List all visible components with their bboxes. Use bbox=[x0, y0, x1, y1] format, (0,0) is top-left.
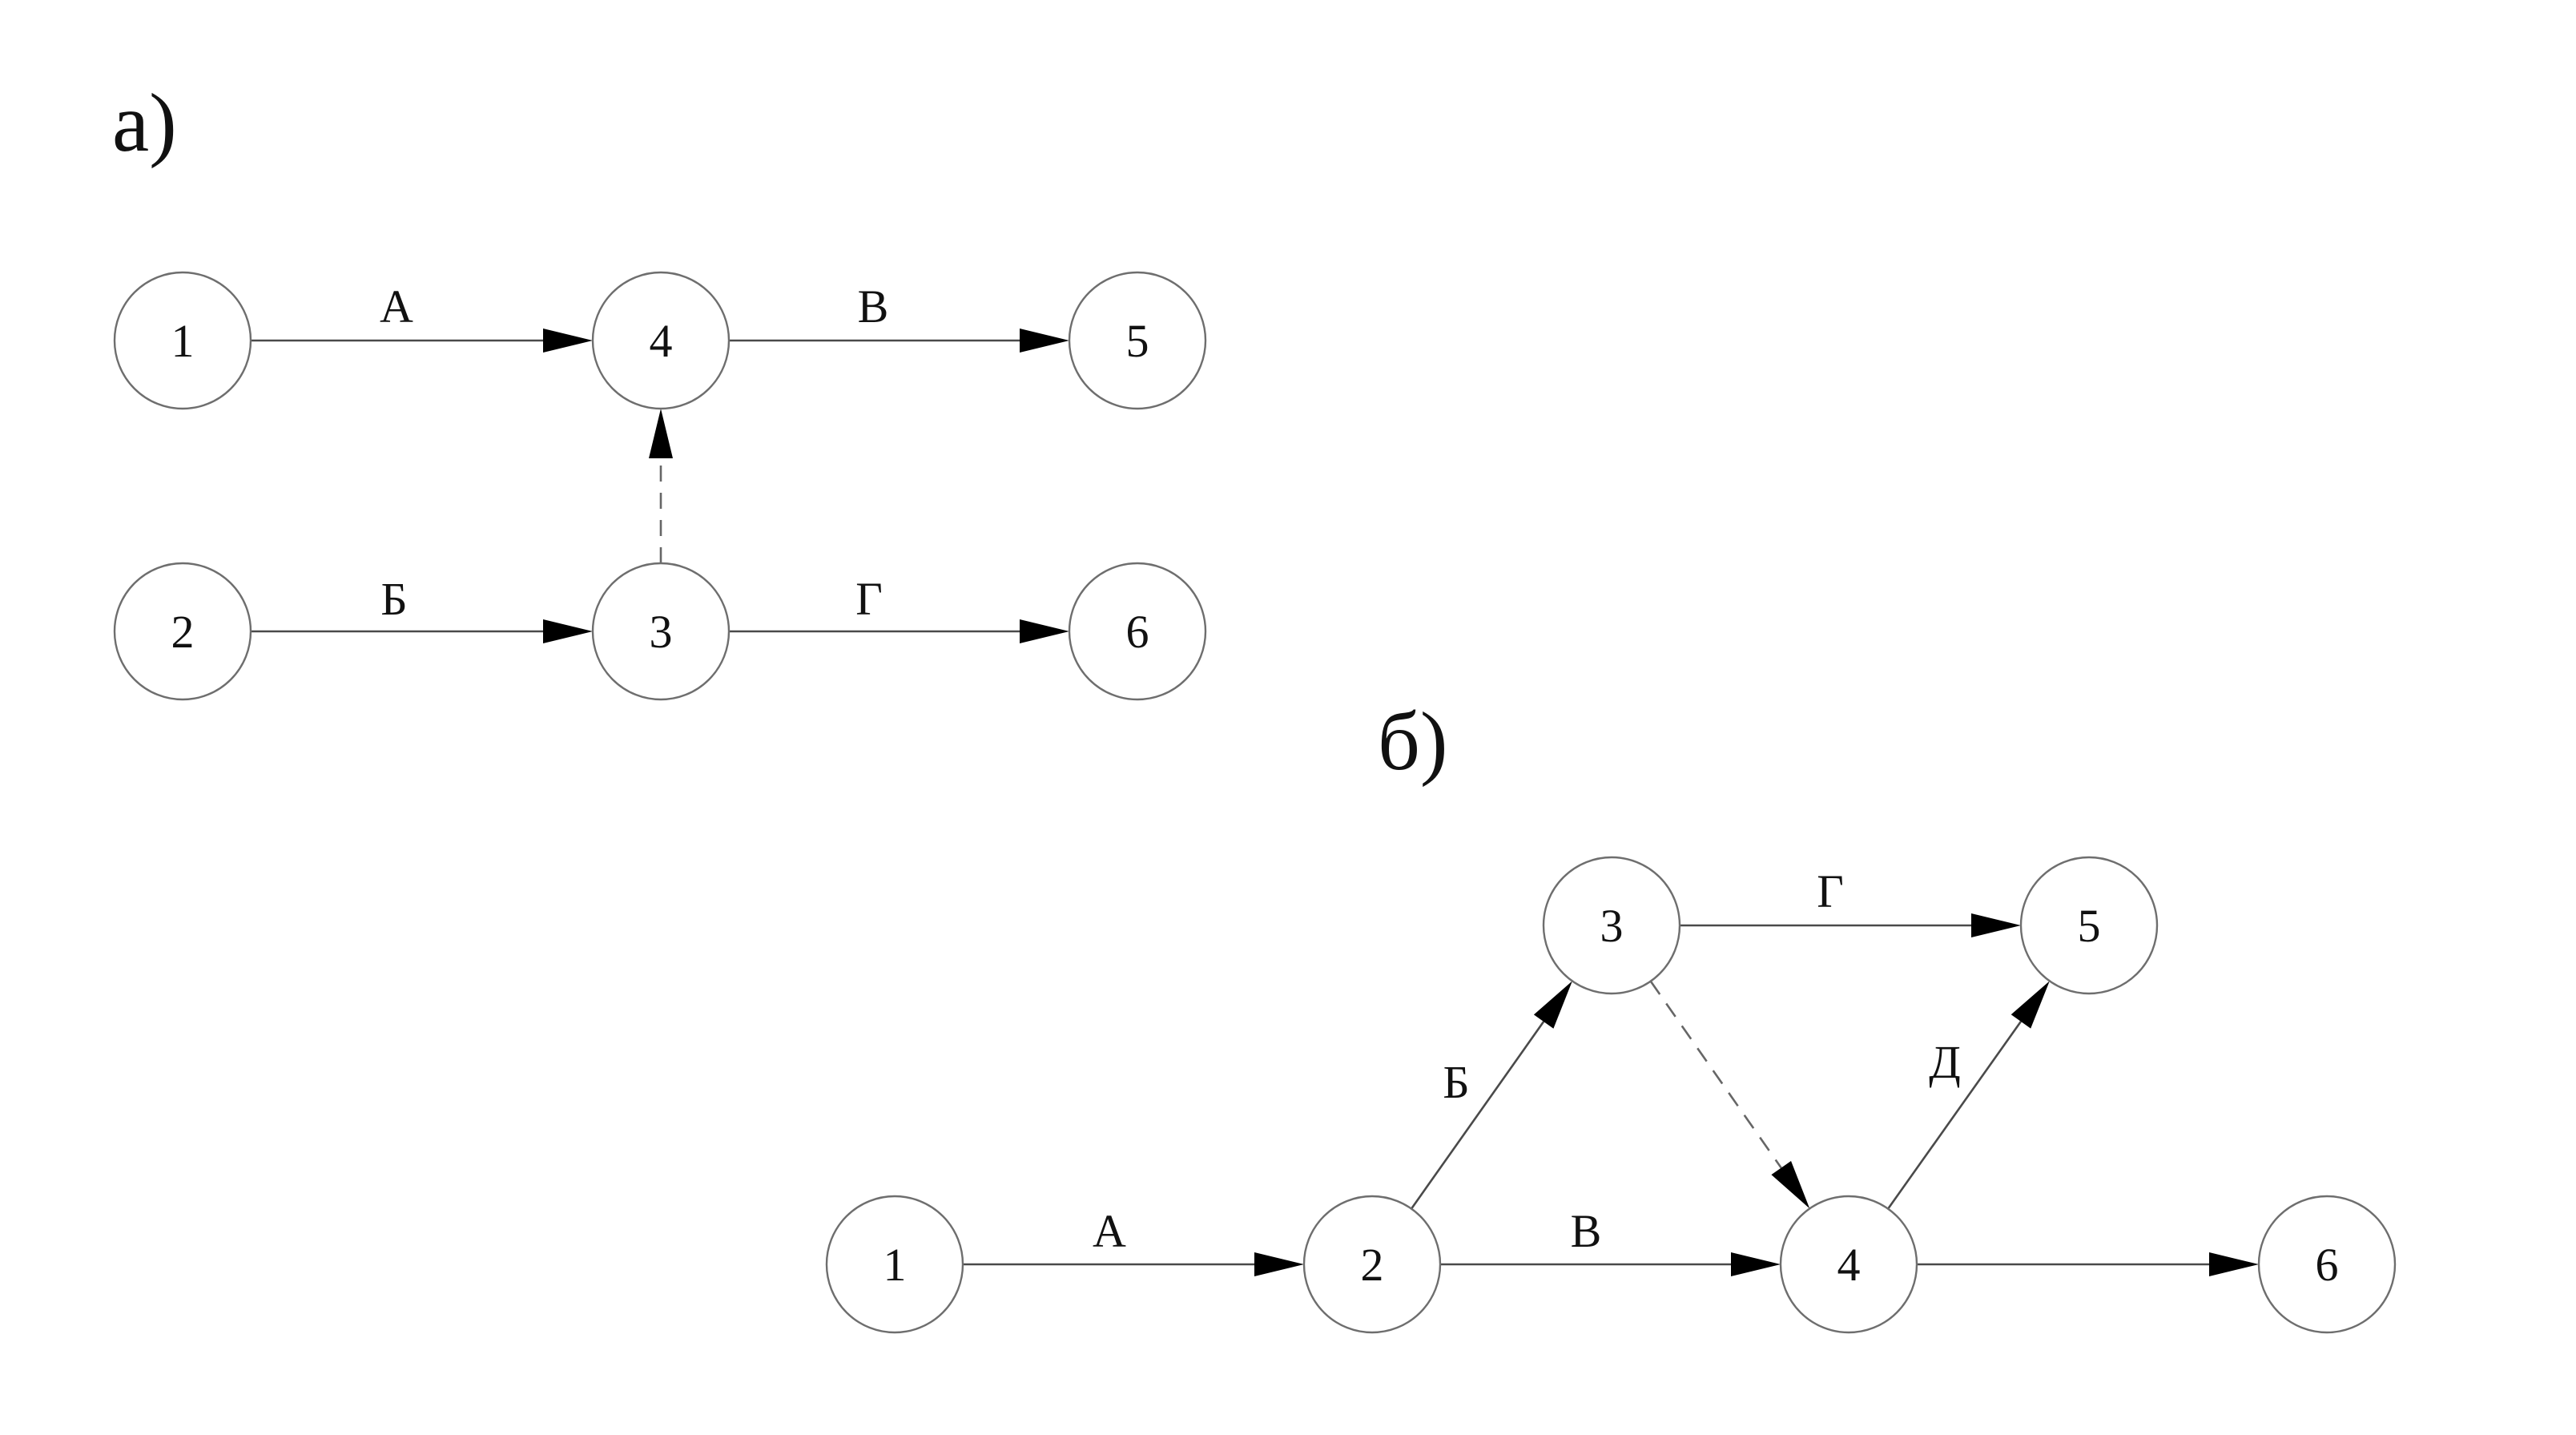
edge-2-3 bbox=[1411, 1021, 1545, 1210]
arrowhead-2-3 bbox=[1533, 981, 1572, 1029]
node-label: 4 bbox=[650, 315, 673, 367]
edge-label-4-5: Д bbox=[1929, 1036, 1961, 1088]
arrowhead-2-4 bbox=[1731, 1252, 1781, 1276]
edge-4-5 bbox=[1887, 1021, 2023, 1210]
node-circle bbox=[591, 562, 731, 701]
node-circle bbox=[825, 1195, 964, 1334]
node-2: 2 bbox=[1302, 1195, 1442, 1334]
arrowhead-3-6 bbox=[1020, 619, 1069, 643]
diagram-b: б) А Б В Г Д 1 2 3 4 5 6 bbox=[825, 695, 2397, 1334]
diagram-a-label: а) bbox=[112, 77, 177, 169]
node-label: 5 bbox=[1126, 315, 1149, 367]
node-circle bbox=[1302, 1195, 1442, 1334]
node-3: 3 bbox=[1542, 856, 1681, 995]
arrowhead-1-4 bbox=[543, 329, 593, 353]
edge-3-4-dummy bbox=[1649, 980, 1782, 1169]
node-circle bbox=[1068, 562, 1207, 701]
edge-label-1-2: А bbox=[1093, 1205, 1126, 1257]
arrowhead-3-5 bbox=[1971, 913, 2021, 937]
diagram-a-edges: А В Б Г bbox=[251, 280, 1069, 643]
arrowhead-3-4 bbox=[649, 409, 673, 458]
node-1: 1 bbox=[113, 271, 252, 410]
node-label: 6 bbox=[2316, 1239, 2339, 1291]
node-label: 5 bbox=[2078, 900, 2101, 952]
node-6: 6 bbox=[2257, 1195, 2397, 1334]
node-label: 6 bbox=[1126, 606, 1149, 658]
node-label: 2 bbox=[1361, 1239, 1384, 1291]
diagram-b-label: б) bbox=[1378, 695, 1448, 788]
arrowhead-4-5 bbox=[2010, 981, 2050, 1029]
node-label: 3 bbox=[650, 606, 673, 658]
node-3: 3 bbox=[591, 562, 731, 701]
diagram-a: а) А В Б Г 1 4 5 2 3 6 bbox=[112, 77, 1207, 701]
arrowhead-4-5 bbox=[1020, 329, 1069, 353]
edge-label-2-3: Б bbox=[1443, 1056, 1469, 1108]
node-5: 5 bbox=[2019, 856, 2159, 995]
node-6: 6 bbox=[1068, 562, 1207, 701]
node-label: 1 bbox=[883, 1239, 907, 1291]
node-4: 4 bbox=[1779, 1195, 1918, 1334]
node-circle bbox=[1542, 856, 1681, 995]
node-label: 3 bbox=[1600, 900, 1624, 952]
node-label: 1 bbox=[171, 315, 195, 367]
arrowhead-1-2 bbox=[1254, 1252, 1304, 1276]
node-circle bbox=[2019, 856, 2159, 995]
node-5: 5 bbox=[1068, 271, 1207, 410]
node-label: 2 bbox=[171, 606, 195, 658]
node-4: 4 bbox=[591, 271, 731, 410]
diagram-b-nodes: 1 2 3 4 5 6 bbox=[825, 856, 2397, 1334]
node-circle bbox=[1068, 271, 1207, 410]
edge-label-3-5: Г bbox=[1817, 865, 1844, 917]
node-label: 4 bbox=[1837, 1239, 1861, 1291]
node-circle bbox=[591, 271, 731, 410]
edge-label-1-4: А bbox=[380, 280, 413, 333]
node-circle bbox=[113, 271, 252, 410]
node-circle bbox=[113, 562, 252, 701]
node-circle bbox=[1779, 1195, 1918, 1334]
edge-label-2-3: Б bbox=[380, 573, 407, 625]
node-circle bbox=[2257, 1195, 2397, 1334]
node-1: 1 bbox=[825, 1195, 964, 1334]
edge-label-4-5: В bbox=[858, 280, 889, 333]
node-2: 2 bbox=[113, 562, 252, 701]
arrowhead-4-6 bbox=[2209, 1252, 2259, 1276]
diagram-a-nodes: 1 4 5 2 3 6 bbox=[113, 271, 1207, 701]
diagram-b-edges: А Б В Г Д bbox=[963, 865, 2259, 1276]
arrowhead-2-3 bbox=[543, 619, 593, 643]
arrowhead-3-4 bbox=[1771, 1160, 1810, 1209]
edge-label-3-6: Г bbox=[855, 573, 883, 625]
edge-label-2-4: В bbox=[1571, 1205, 1602, 1257]
